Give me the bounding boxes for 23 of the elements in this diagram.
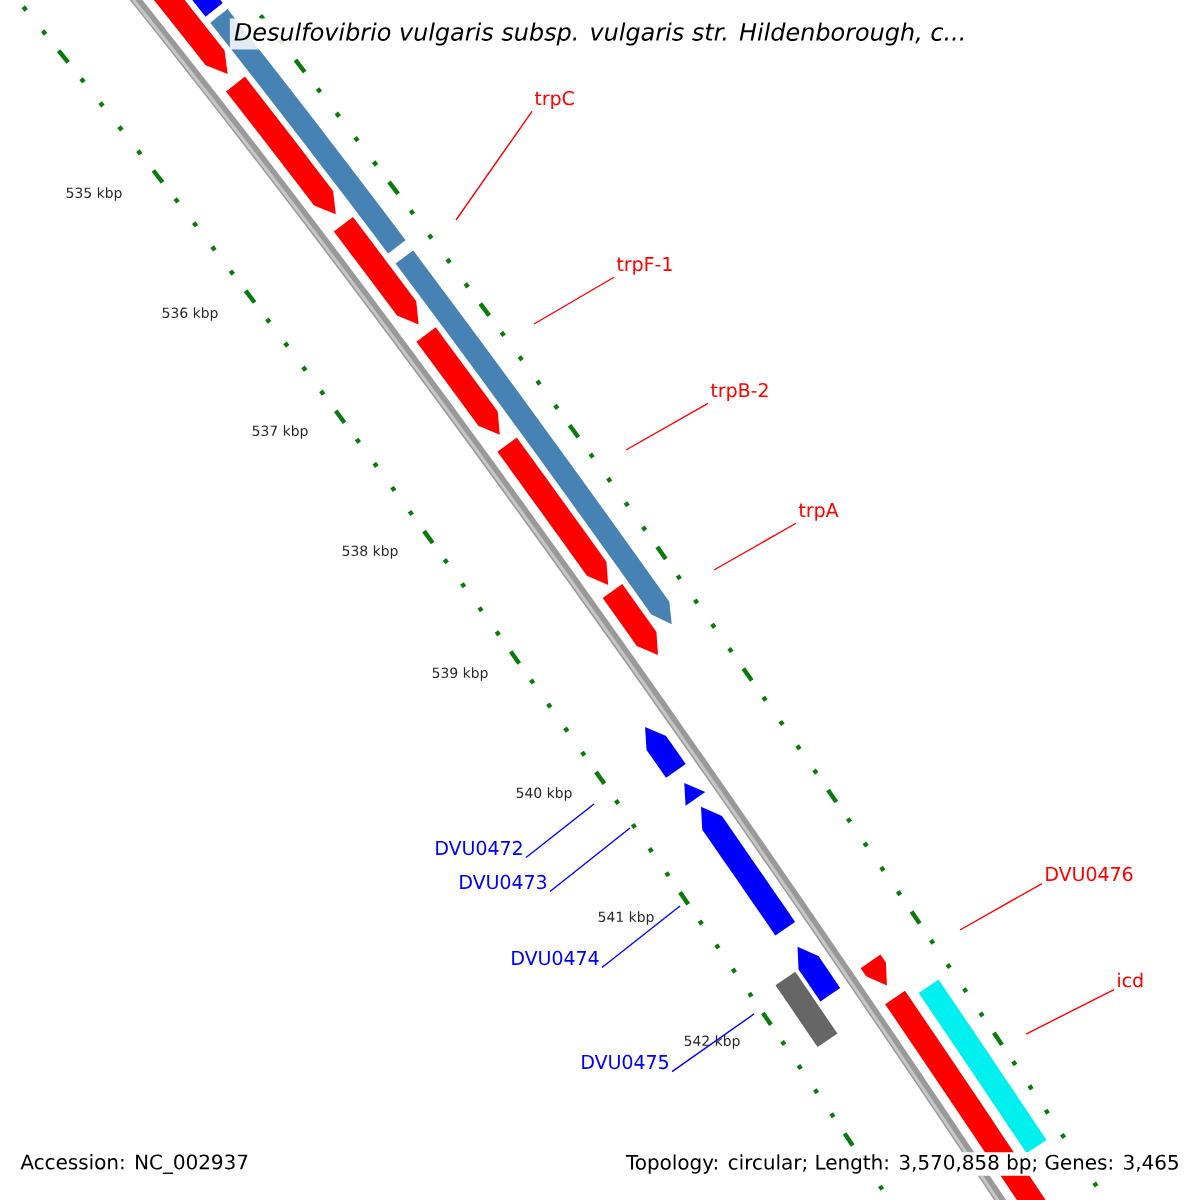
leader-line [959,882,1043,931]
info-text: Accession: NC_002937 [18,1152,251,1176]
gene-label: icd [1118,972,1143,988]
gene-label: trpB-2 [710,383,768,401]
info-text: Topology: circular; Length: 3,570,858 bp; Genes: 3,465 [623,1152,1182,1176]
gene-label: trpC [534,91,574,109]
gene-label: DVU0474 [512,950,599,966]
leader-line [549,827,631,893]
leader-line [671,1013,755,1073]
leader-line [533,276,615,325]
title: Desulfovibrio vulgaris subsp. vulgaris str. Hildenborough, c... [229,18,971,50]
gene-label: DVU0473 [460,874,547,890]
gene-label: DVU0475 [582,1054,668,1070]
leader-line [1025,989,1115,1035]
leader-line [455,110,533,221]
leader-line [601,905,681,969]
leader-line [625,402,709,451]
gene-label: DVU0472 [436,840,522,856]
leader-line [713,522,797,571]
leader-line [525,803,595,859]
gene-label: DVU0476 [1046,866,1133,882]
gene-label: trpF-1 [616,257,672,275]
gene-label: trpA [798,503,839,521]
